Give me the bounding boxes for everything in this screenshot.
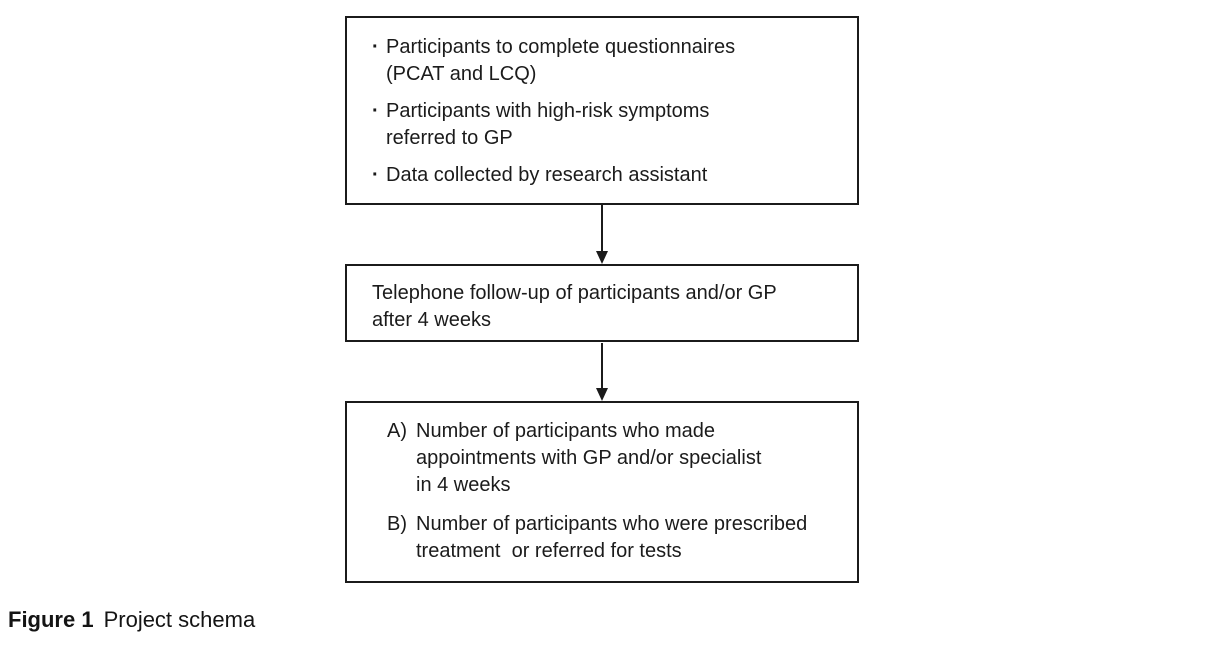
list-item: · Participants to complete questionnaire… (372, 34, 839, 88)
list-item-label: B) (387, 513, 407, 535)
list-item: A) Number of participants who made appoi… (387, 418, 843, 499)
list-item-text: Data collected by research assistant (386, 164, 708, 186)
flow-box-outcomes: A) Number of participants who made appoi… (345, 401, 859, 583)
bullet-icon: · (372, 36, 379, 58)
list-item: B) Number of participants who were presc… (387, 511, 843, 565)
flow-box-baseline: · Participants to complete questionnaire… (345, 16, 859, 205)
figure-caption-label: Figure 1 (8, 607, 94, 632)
figure-caption: Figure 1 Project schema (8, 606, 255, 634)
arrow-line (600, 343, 603, 388)
arrow-down-icon (595, 205, 608, 264)
bullet-icon: · (372, 164, 379, 186)
list-item: · Participants with high-risk symptoms r… (372, 98, 839, 152)
list-item-text: Participants with high-risk symptoms ref… (386, 100, 710, 149)
list-item: · Data collected by research assistant (372, 162, 839, 189)
list-item-label: A) (387, 420, 407, 442)
bullet-icon: · (372, 100, 379, 122)
arrow-head (595, 388, 608, 401)
list-item-text: Participants to complete questionnaires … (386, 36, 736, 85)
list-item-text: Number of participants who were prescrib… (416, 513, 808, 562)
figure-caption-text: Project schema (103, 607, 256, 632)
arrow-head (595, 251, 608, 264)
flow-box-text: Telephone follow-up of participants and/… (372, 282, 777, 331)
arrow-down-icon (595, 343, 608, 401)
arrow-line (600, 205, 603, 251)
list-item-text: Number of participants who made appointm… (416, 420, 762, 496)
flow-box-followup: Telephone follow-up of participants and/… (345, 264, 859, 342)
